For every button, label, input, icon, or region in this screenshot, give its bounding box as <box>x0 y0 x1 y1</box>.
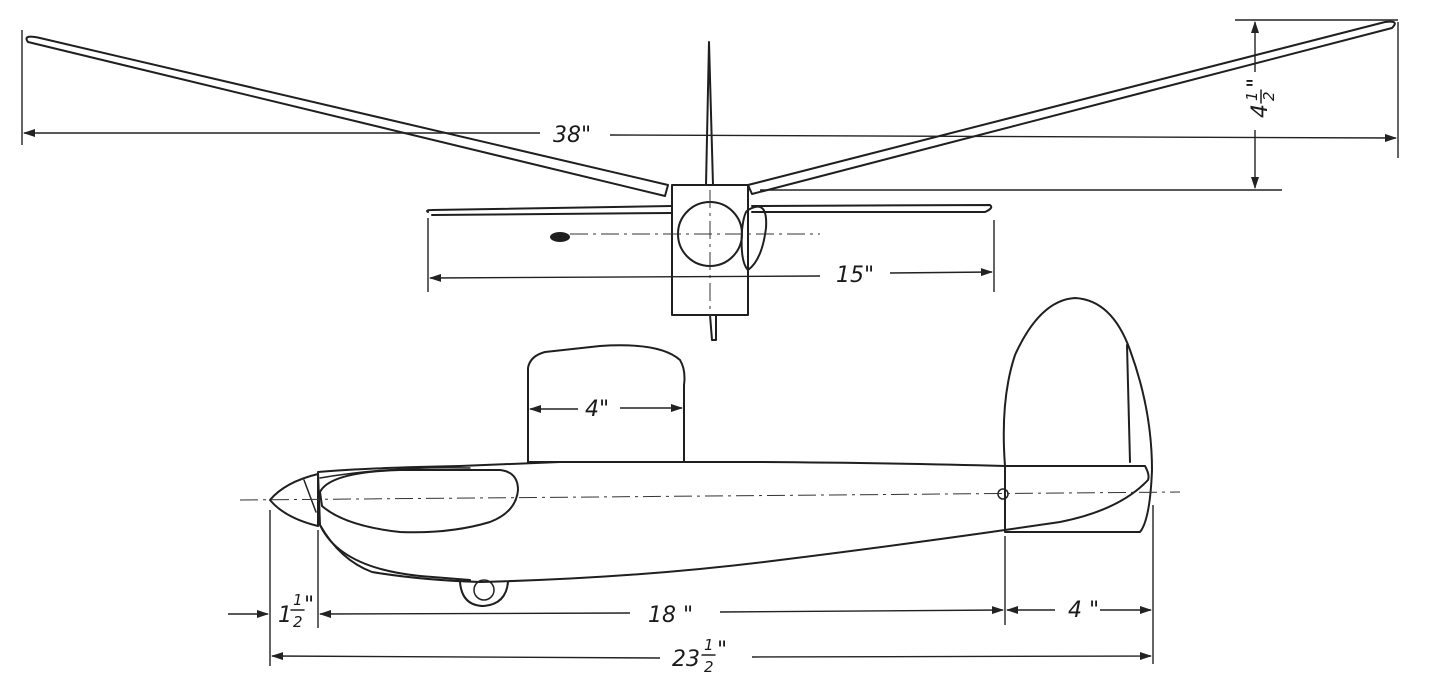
front-skid <box>709 314 717 341</box>
svg-text:": " <box>717 638 727 663</box>
wingspan-label: 38" <box>553 123 591 148</box>
front-propeller-blade <box>740 205 768 271</box>
front-tailplane <box>426 204 993 216</box>
tail-length-label: 4 " <box>1068 598 1099 623</box>
front-left-wing <box>25 35 669 197</box>
front-right-wing <box>747 20 1396 195</box>
dihedral-mark: " <box>1244 78 1269 88</box>
dim-tail-span: 15" <box>427 218 995 292</box>
side-fin-rudder <box>1002 297 1153 533</box>
svg-text:1: 1 <box>278 603 292 628</box>
dim-dihedral: 4 1 2 " <box>760 19 1398 191</box>
total-length-label: 23 1 2 " <box>672 636 727 676</box>
side-cockpit-shape <box>319 469 519 534</box>
side-centerline <box>239 491 1181 501</box>
svg-text:2: 2 <box>704 658 714 676</box>
front-view <box>25 20 1396 341</box>
nose-length-label: 1 1 2 " <box>278 591 314 631</box>
side-view <box>239 297 1181 607</box>
dim-fin-chord: 4" <box>529 397 683 422</box>
dihedral-num: 1 <box>1243 91 1261 101</box>
fuselage-mid-label: 18 " <box>648 603 693 628</box>
svg-text:1: 1 <box>704 636 714 654</box>
svg-text:1: 1 <box>293 591 303 609</box>
dihedral-den: 2 <box>1260 91 1278 101</box>
fin-chord-label: 4" <box>585 397 609 422</box>
front-fin <box>705 41 714 186</box>
side-wing-section <box>527 344 686 463</box>
front-balance-weight <box>550 232 570 242</box>
tail-span-label: 15" <box>836 263 874 288</box>
dim-wingspan: 38" <box>21 22 1399 158</box>
side-skid <box>319 524 471 581</box>
svg-text:2: 2 <box>293 613 303 631</box>
dihedral-whole: 4 <box>1248 104 1273 118</box>
side-rudder-hinge <box>1126 344 1131 463</box>
svg-text:": " <box>304 593 314 618</box>
dim-stations: 1 1 2 " 18 " 4 " 23 1 2 " <box>228 505 1154 676</box>
svg-text:23: 23 <box>672 647 700 672</box>
side-wheel <box>459 581 509 607</box>
side-fuselage <box>317 461 1150 583</box>
